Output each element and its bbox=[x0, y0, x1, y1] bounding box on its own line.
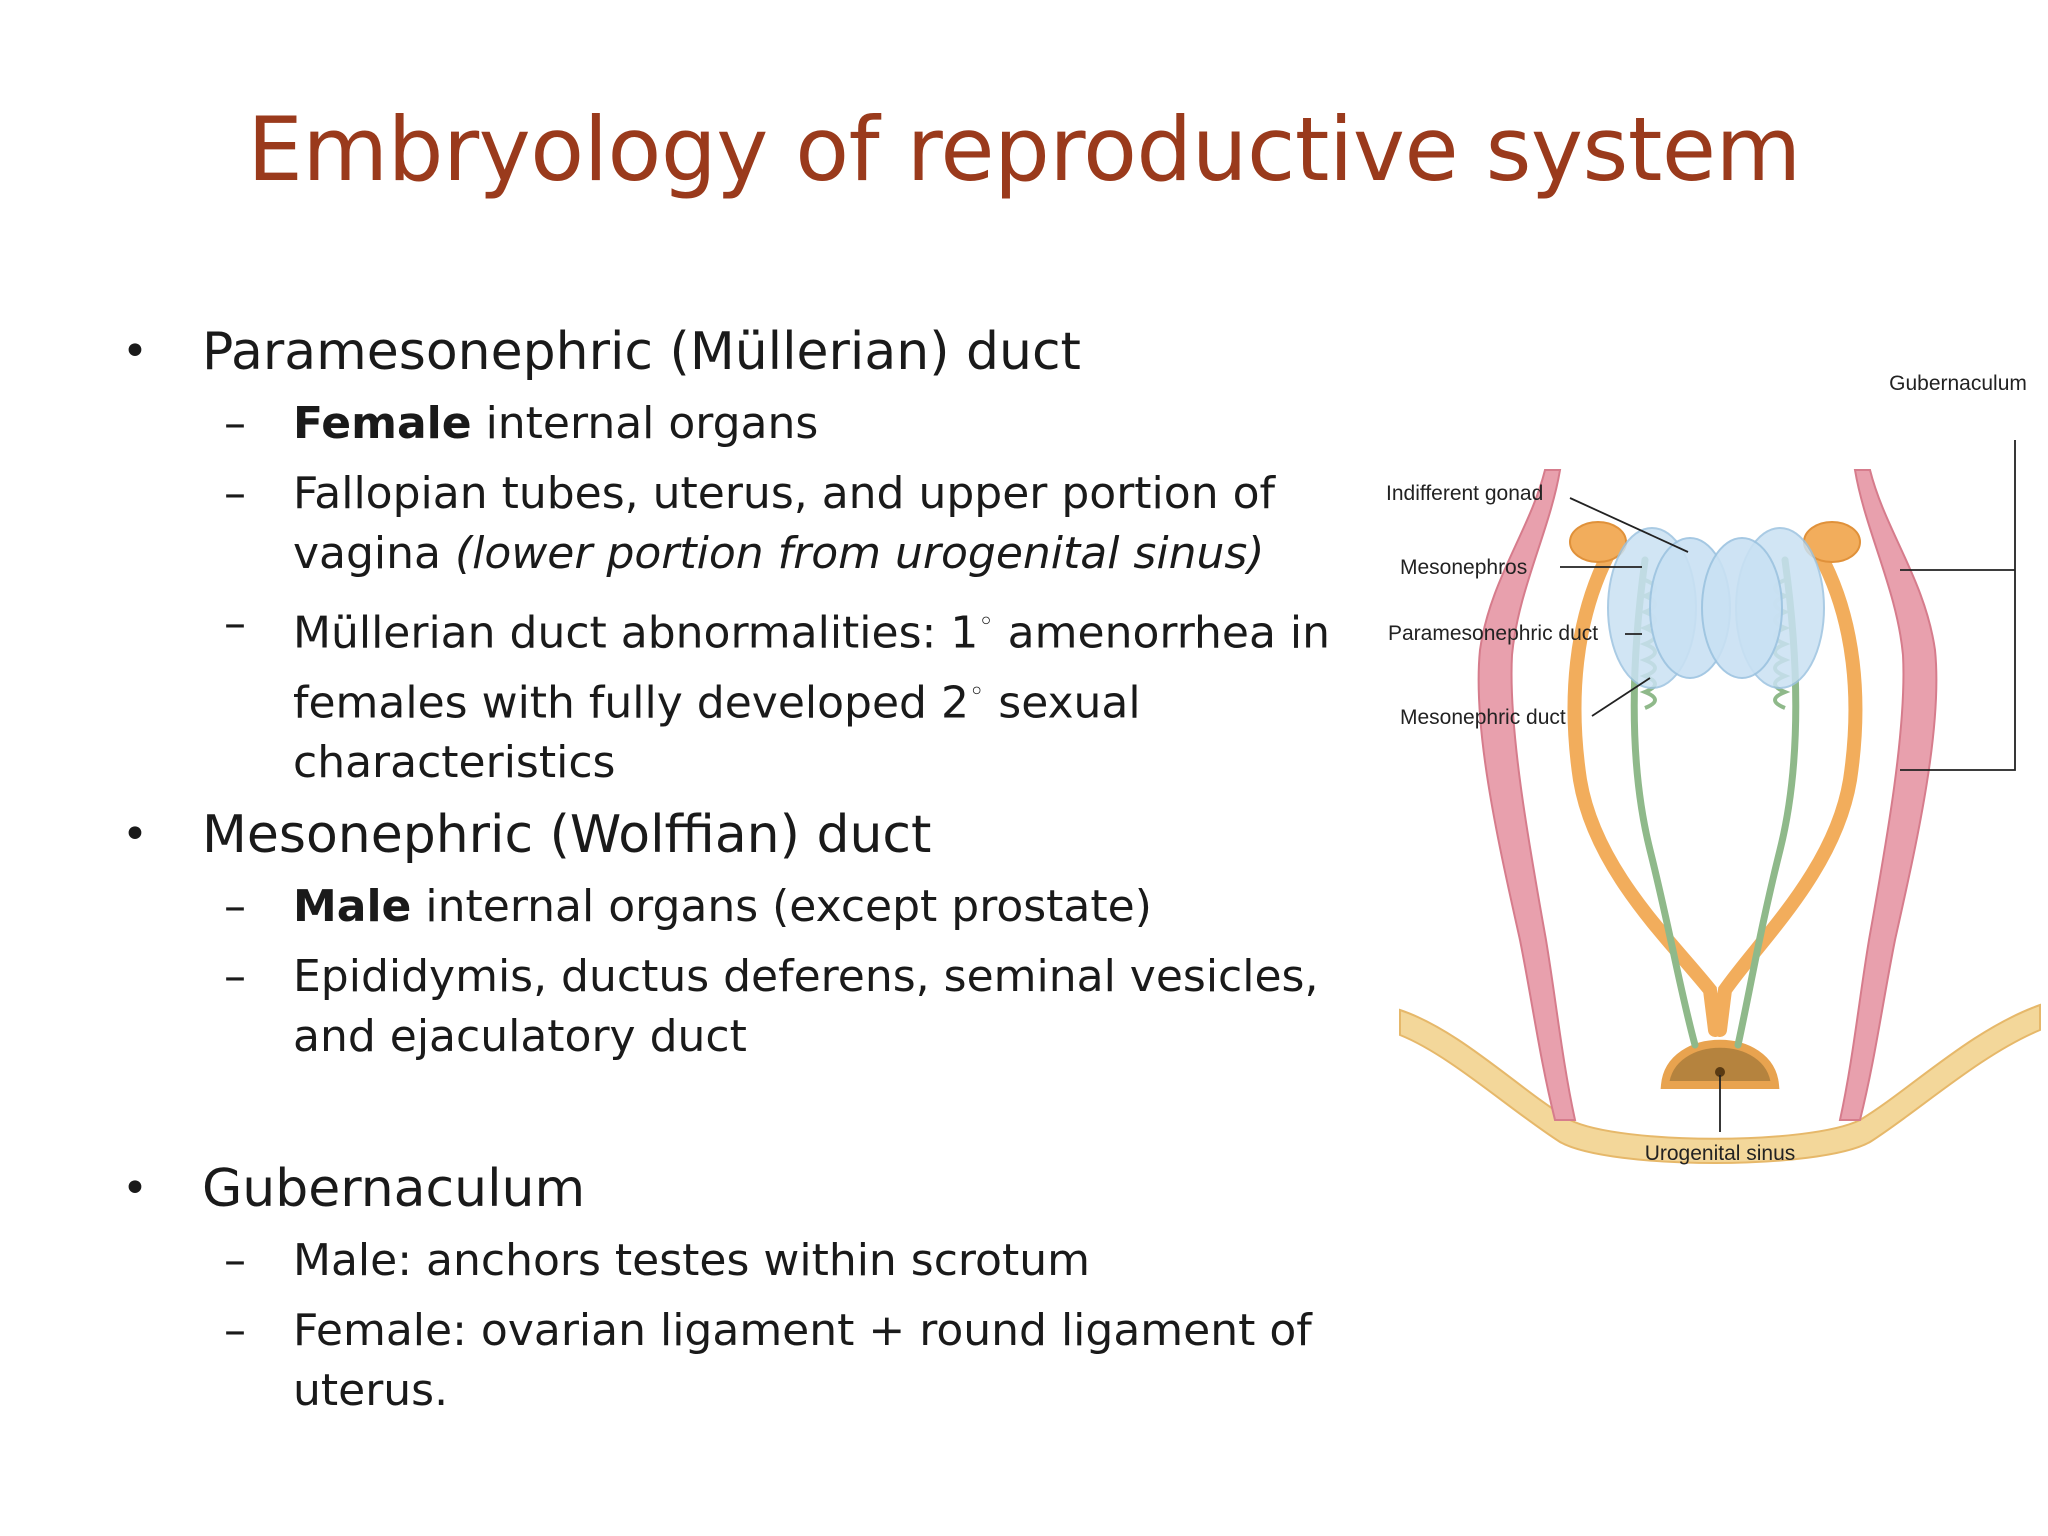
sinus-floor-shape bbox=[1399, 1003, 2041, 1164]
sinus-center-dot bbox=[1715, 1067, 1725, 1077]
label-paramesonephric-duct: Paramesonephric duct bbox=[1388, 622, 1598, 645]
section-gubernaculum: • Gubernaculum – Male: anchors testes wi… bbox=[120, 1157, 1350, 1421]
bullet-content: • Paramesonephric (Müllerian) duct – Fem… bbox=[120, 320, 1350, 1431]
gubernaculum-right-shape bbox=[1838, 469, 1938, 1121]
spacer bbox=[120, 1077, 1350, 1157]
sub-bullet-text: sexual characteristics bbox=[293, 677, 1141, 789]
sub-bullet: – Müllerian duct abnormalities: 1◦ ameno… bbox=[120, 594, 1350, 793]
section-mesonephric: • Mesonephric (Wolffian) duct – Male int… bbox=[120, 803, 1350, 1067]
dash-marker: – bbox=[224, 398, 246, 449]
dash-marker: – bbox=[224, 468, 246, 519]
italic-note: (lower portion from urogenital sinus) bbox=[455, 528, 1265, 579]
leader-indifferent-gonad bbox=[1569, 497, 1689, 553]
dash-marker: – bbox=[224, 598, 246, 649]
dash-marker: – bbox=[224, 1305, 246, 1357]
bullet-heading: • Gubernaculum bbox=[120, 1157, 1350, 1221]
sub-bullet: – Male internal organs (except prostate) bbox=[120, 877, 1350, 937]
bullet-heading: • Mesonephric (Wolffian) duct bbox=[120, 803, 1350, 867]
dash-marker: – bbox=[224, 881, 246, 933]
sub-bullet: – Fallopian tubes, uterus, and upper por… bbox=[120, 464, 1350, 584]
dash-marker: – bbox=[224, 1235, 246, 1287]
gubernaculum-left-shape bbox=[1477, 469, 1577, 1121]
section-paramesonephric: • Paramesonephric (Müllerian) duct – Fem… bbox=[120, 320, 1350, 793]
bullet-dot: • bbox=[122, 809, 148, 861]
bold-term: Male bbox=[293, 881, 412, 933]
sub-bullet: – Epididymis, ductus deferens, seminal v… bbox=[120, 947, 1350, 1067]
bold-term: Female bbox=[293, 398, 472, 449]
sub-bullet-text: internal organs bbox=[471, 398, 819, 449]
embryology-illustration: Gubernaculum Indifferent gonad Mesonephr… bbox=[1386, 372, 2041, 1165]
dash-marker: – bbox=[224, 951, 246, 1003]
sub-bullet-text: Fallopian tubes, uterus, and upper porti… bbox=[293, 468, 1275, 579]
label-mesonephric-duct: Mesonephric duct bbox=[1400, 706, 1566, 729]
label-mesonephros: Mesonephros bbox=[1400, 556, 1527, 579]
gonad-right bbox=[1701, 527, 1825, 689]
sub-bullet-text: internal organs (except prostate) bbox=[411, 881, 1152, 933]
heading-text: Paramesonephric (Müllerian) duct bbox=[202, 322, 1081, 382]
sub-bullet: – Female internal organs bbox=[120, 394, 1350, 454]
leader-gubernaculum bbox=[1900, 440, 2016, 771]
bullet-dot: • bbox=[122, 1163, 148, 1215]
sub-bullet-text: Müllerian duct abnormalities: 1 bbox=[293, 607, 979, 659]
leader-mesonephric-duct bbox=[1591, 677, 1651, 717]
sub-bullet: – Male: anchors testes within scrotum bbox=[120, 1231, 1350, 1291]
bullet-heading: • Paramesonephric (Müllerian) duct bbox=[120, 320, 1350, 384]
urogenital-sinus-shape bbox=[1660, 1039, 1780, 1089]
degree-mark: ◦ bbox=[968, 676, 985, 707]
bullet-dot: • bbox=[122, 326, 148, 377]
heading-text: Gubernaculum bbox=[202, 1159, 586, 1220]
sub-bullet-text: amenorrhea in females with fully develop… bbox=[293, 607, 1331, 729]
degree-mark: ◦ bbox=[978, 607, 994, 637]
sub-bullet-text: Female: ovarian ligament + round ligamen… bbox=[293, 1305, 1312, 1417]
sub-bullet-text: Epididymis, ductus deferens, seminal ves… bbox=[293, 951, 1319, 1063]
sub-bullet: – Female: ovarian ligament + round ligam… bbox=[120, 1301, 1350, 1421]
slide-title: Embryology of reproductive system bbox=[247, 98, 1801, 201]
heading-text: Mesonephric (Wolffian) duct bbox=[202, 805, 932, 866]
label-urogenital-sinus: Urogenital sinus bbox=[1645, 1142, 1796, 1165]
label-gubernaculum: Gubernaculum bbox=[1889, 372, 2027, 395]
sub-bullet-text: Male: anchors testes within scrotum bbox=[293, 1235, 1090, 1287]
label-indifferent-gonad: Indifferent gonad bbox=[1386, 482, 1543, 505]
